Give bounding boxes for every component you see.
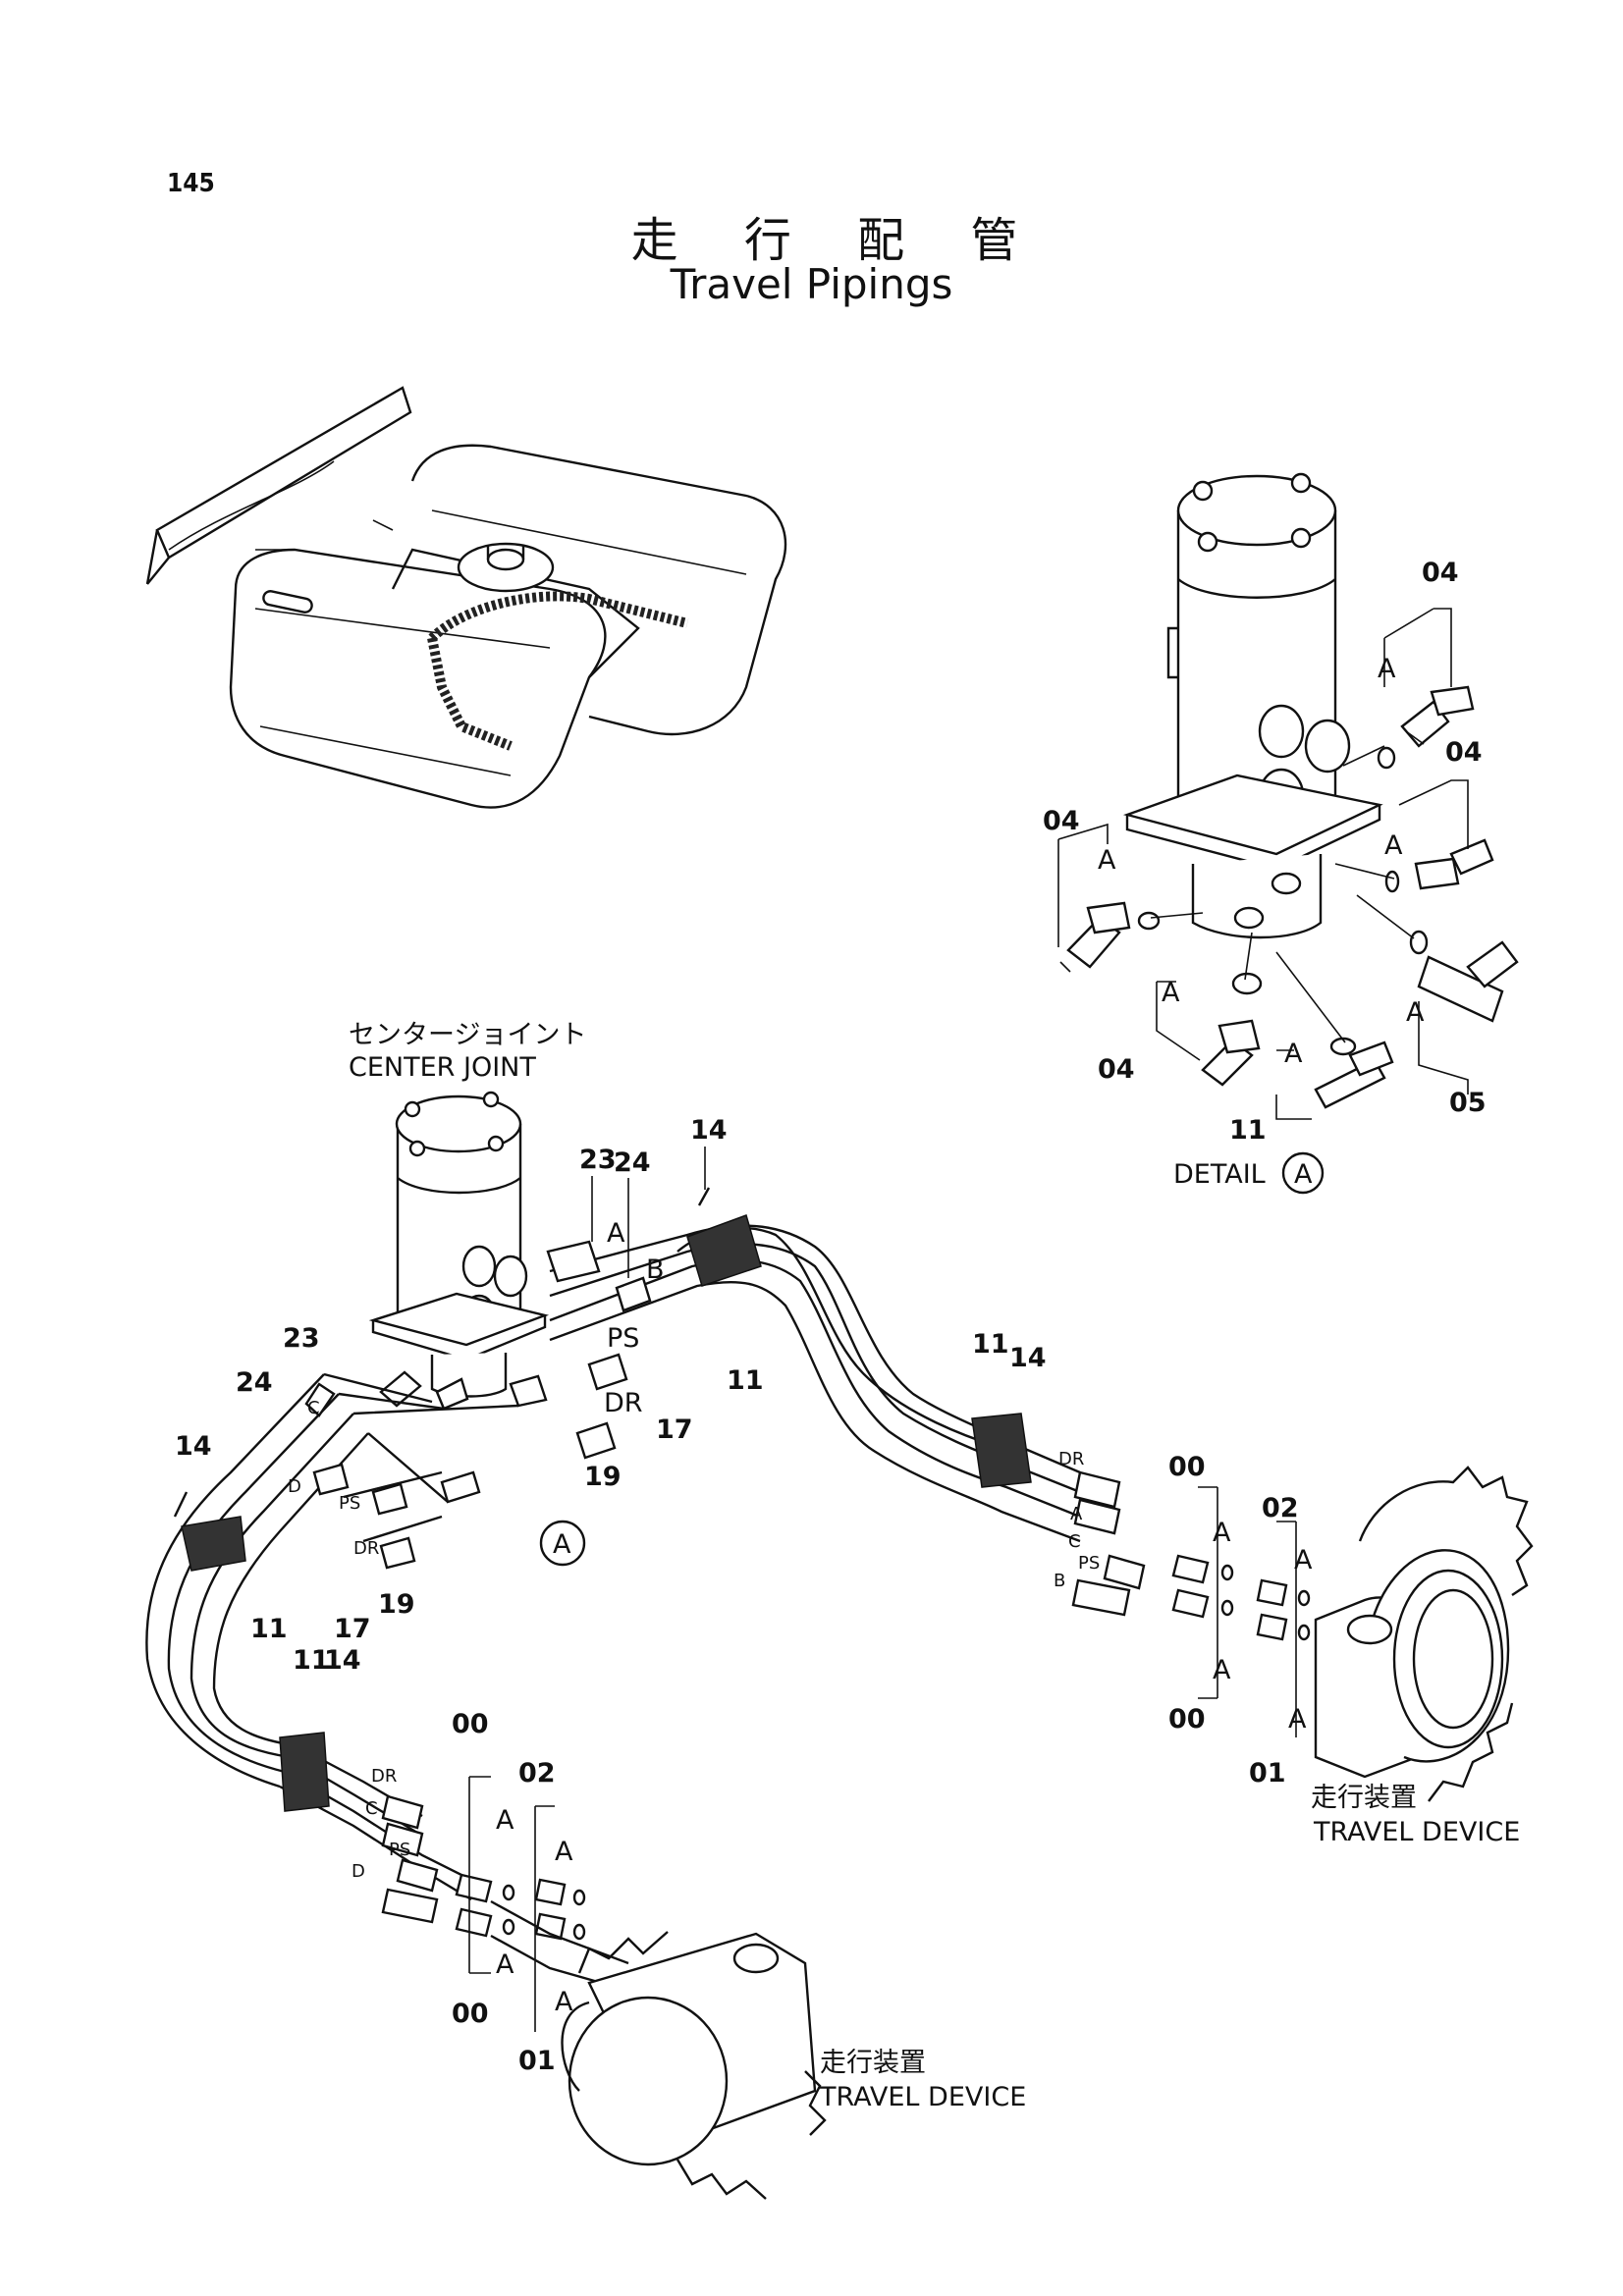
- part-14-right: 14: [1009, 1343, 1047, 1373]
- part-00-lower-bottom: 00: [452, 1999, 489, 2029]
- port-dr-right: DR: [1058, 1449, 1084, 1469]
- tee-fitting-05: [1314, 1037, 1394, 1109]
- part-00-right-bottom: 00: [1168, 1704, 1206, 1735]
- part-19-upper: 19: [584, 1462, 622, 1492]
- port-ps-right: PS: [1078, 1553, 1100, 1574]
- part-21: 23: [579, 1145, 617, 1175]
- part-14-top: 14: [690, 1115, 728, 1146]
- part-14-left: 14: [175, 1431, 212, 1462]
- part-01-lower: 01: [518, 2046, 556, 2076]
- center-joint-jp: センタージョイント: [349, 1020, 586, 1050]
- port-b-main: B: [646, 1255, 665, 1285]
- detail-part-03-left: 04: [1043, 806, 1080, 836]
- detail-part-03-top: 04: [1422, 558, 1459, 588]
- elbow-fitting-03-left: [1059, 901, 1161, 973]
- part-11-right: 11: [972, 1329, 1009, 1360]
- detail-port-a-1: A: [1378, 654, 1396, 684]
- left-device-fittings: [381, 1776, 629, 2032]
- detail-a-label: DETAIL: [1173, 1159, 1266, 1190]
- part-01-right: 01: [1249, 1758, 1286, 1789]
- part-labels-main: 14 23 24 A B PS DR 14 11 11 11 11 11 11 …: [579, 1115, 728, 1418]
- port-dr-lower: DR: [371, 1766, 397, 1787]
- part-24: 24: [236, 1367, 273, 1398]
- part-11-upper: 11: [727, 1365, 764, 1396]
- tee-fitting-04: [1409, 930, 1519, 1023]
- travel-device-right-jp: 走行装置: [1311, 1783, 1417, 1813]
- detail-a-marker-circle: [1281, 1151, 1325, 1195]
- detail-port-a-3: A: [1098, 845, 1116, 876]
- clamp-11-lower: [279, 1732, 330, 1812]
- port-a-lower-top: A: [496, 1805, 514, 1836]
- port-a-main: A: [607, 1218, 625, 1249]
- detail-a-center-joint: 04 A 04 A 04 A A 04 A 11 A 05 DETAIL A: [1043, 472, 1519, 1195]
- part-11-lower: 11: [293, 1645, 330, 1676]
- port-c-left: C: [307, 1398, 320, 1418]
- port-b-right: B: [1054, 1571, 1065, 1591]
- clamp-11-left: [181, 1516, 246, 1572]
- detail-part-03-right: 04: [1445, 737, 1483, 768]
- center-joint-en: CENTER JOINT: [349, 1052, 536, 1083]
- port-ps-left: PS: [339, 1493, 360, 1514]
- detail-port-a-2: A: [1384, 830, 1403, 861]
- part-14-lower: 14: [324, 1645, 361, 1676]
- detail-a-marker-letter: A: [1294, 1159, 1313, 1190]
- port-a-right-top: A: [1213, 1518, 1231, 1548]
- port-dr-main: DR: [604, 1388, 643, 1418]
- port-ps-main: PS: [607, 1323, 639, 1354]
- port-d-lower: D: [352, 1861, 365, 1882]
- travel-device-left-jp: 走行装置: [820, 2048, 926, 2078]
- clamp-11-upper: [686, 1214, 762, 1287]
- detail-part-04: 05: [1449, 1088, 1487, 1118]
- elbow-fitting-03-top: [1377, 685, 1475, 770]
- port-ps-lower: PS: [389, 1840, 410, 1860]
- part-17-left: 17: [334, 1614, 371, 1644]
- detail-part-03-bottom: 04: [1098, 1054, 1135, 1085]
- title-japanese: 走 行 配 管: [630, 213, 1044, 268]
- elbow-fitting-03-bottom: [1201, 972, 1263, 1087]
- port-a-lower-bottom: A: [496, 1949, 514, 1980]
- port-dr-left: DR: [353, 1538, 379, 1559]
- port-c-right: C: [1068, 1531, 1081, 1552]
- port-a-right: A: [1070, 1504, 1083, 1524]
- title-english: Travel Pipings: [670, 260, 953, 308]
- right-device-fittings: [1071, 1470, 1311, 1737]
- part-02-lower: 02: [518, 1758, 556, 1789]
- center-joint-fittings: [304, 1240, 652, 1570]
- detail-a-callout-circle: [539, 1520, 586, 1567]
- page-number: 145: [167, 169, 215, 198]
- part-22: 24: [614, 1148, 651, 1178]
- port-a-lower-02: A: [555, 1837, 573, 1867]
- right-travel-device: [1314, 1466, 1534, 1802]
- travel-device-right-en: TRAVEL DEVICE: [1313, 1817, 1520, 1847]
- detail-port-a-6: A: [1406, 997, 1425, 1028]
- detail-port-a-4: A: [1162, 978, 1180, 1008]
- machine-overview-illustration: [145, 386, 787, 809]
- center-joint-assembly: センタージョイント CENTER JOINT: [349, 1020, 586, 1504]
- port-a-lower-01: A: [555, 1987, 573, 2017]
- port-a-right-bottom: A: [1213, 1655, 1231, 1685]
- part-02-right: 02: [1262, 1493, 1299, 1523]
- travel-device-left-en: TRAVEL DEVICE: [819, 2082, 1026, 2112]
- hose-bundle: [145, 1187, 1081, 1901]
- elbow-fitting-03-right: [1384, 838, 1494, 893]
- port-c-lower: C: [365, 1798, 378, 1819]
- part-17-upper: 17: [656, 1415, 693, 1445]
- port-a-right-02: A: [1294, 1545, 1313, 1575]
- part-19-left: 19: [378, 1589, 415, 1620]
- detail-part-05: 11: [1229, 1115, 1267, 1146]
- clamp-11-right: [971, 1413, 1032, 1488]
- left-travel-device: [561, 1931, 827, 2200]
- part-00-lower-top: 00: [452, 1709, 489, 1739]
- detail-port-a-5: A: [1284, 1039, 1303, 1069]
- part-11-left: 11: [250, 1614, 288, 1644]
- port-a-right-01: A: [1288, 1704, 1307, 1735]
- part-23: 23: [283, 1323, 320, 1354]
- detail-a-callout-letter: A: [553, 1529, 571, 1560]
- part-00-right-top: 00: [1168, 1452, 1206, 1482]
- port-d-left: D: [288, 1476, 301, 1497]
